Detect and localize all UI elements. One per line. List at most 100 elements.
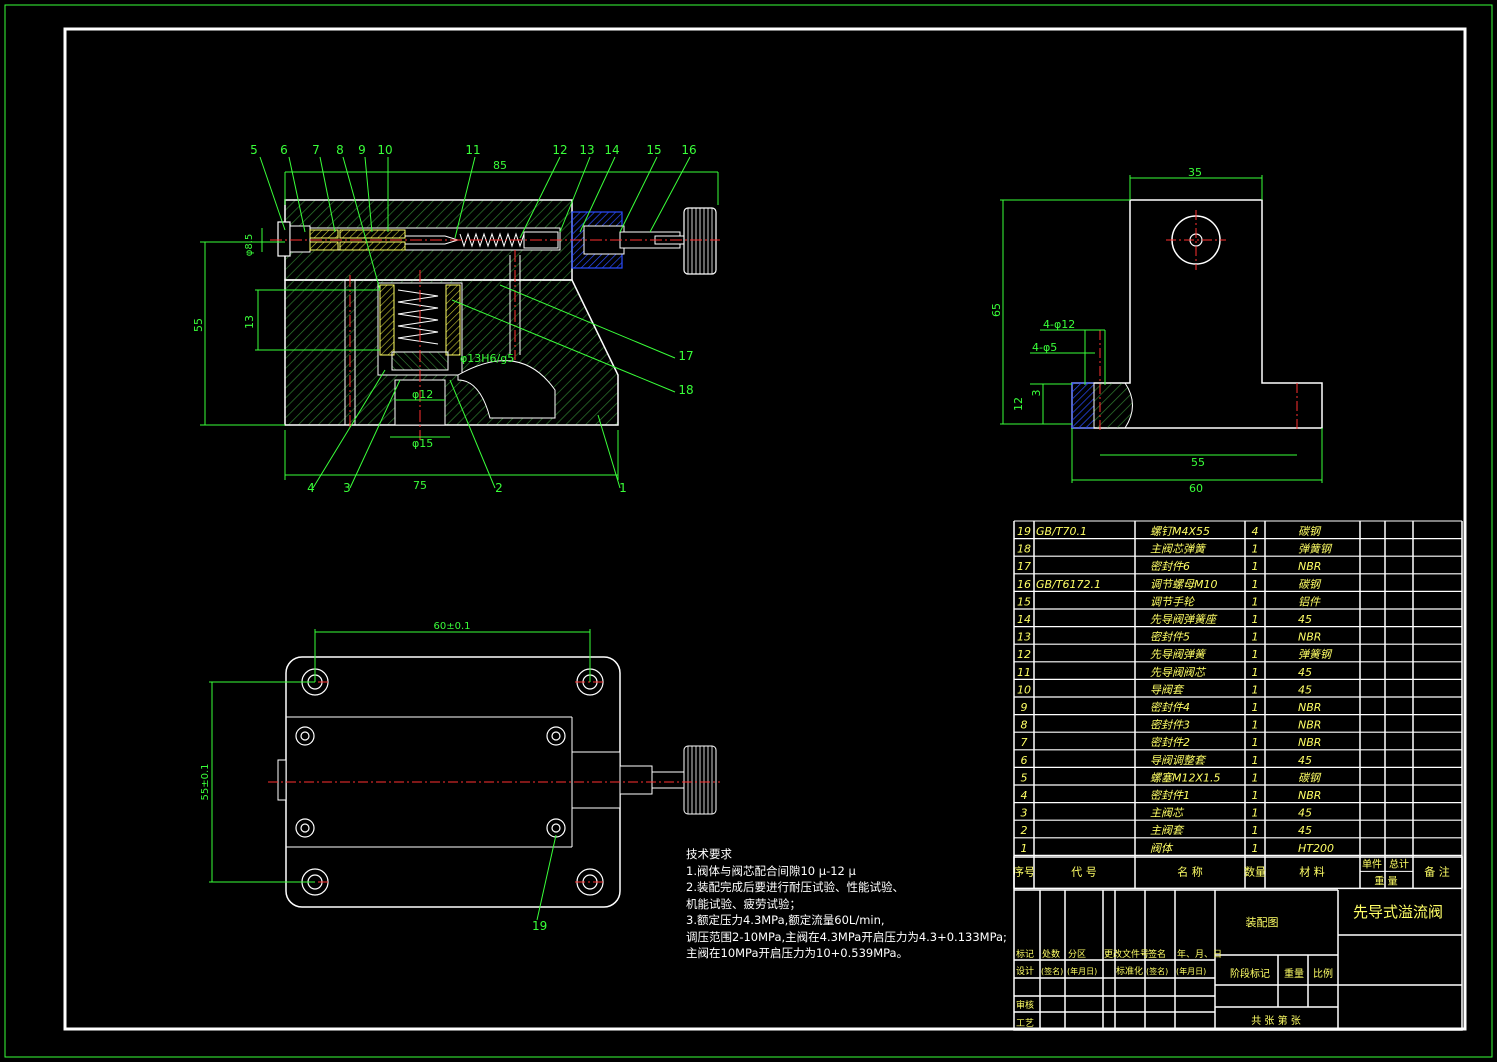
bom-row-7-material: NBR [1298,736,1321,749]
balloon-7: 7 [312,143,320,157]
bom-row-14-name: 先导阀弹簧座 [1150,613,1218,626]
balloon-6: 6 [280,143,288,157]
bom-row-13-qty: 1 [1252,631,1259,644]
tb-sheets: 共 张 第 张 [1251,1014,1301,1027]
bom-row-3-name: 主阀芯 [1150,807,1185,820]
bom-row-11-name: 先导阀阀芯 [1150,666,1207,679]
tech-line-3: 机能试验、疲劳试验； [686,896,801,911]
bom-row-9-qty: 1 [1252,701,1259,714]
bom-row-7-no: 7 [1021,736,1028,749]
bom-row-9-no: 9 [1021,701,1028,714]
bom-row-8-qty: 1 [1252,719,1259,732]
bom-row-15-no: 15 [1017,595,1031,608]
side-dim-55: 55 [1191,456,1205,469]
bom-row-3-material: 45 [1298,807,1312,820]
top-dim-55: 55±0.1 [200,763,211,800]
bom-row-10-material: 45 [1298,683,1312,696]
bom-row-4-no: 4 [1021,789,1028,802]
bom-row-4-qty: 1 [1252,789,1259,802]
bom-header-material: 材 料 [1299,864,1325,878]
tech-line-2: 2.装配完成后要进行耐压试验、性能试验、 [686,880,904,894]
side-dim-12: 12 [1012,397,1025,411]
bom-row-6-material: 45 [1298,754,1312,767]
bom-row-16-qty: 1 [1252,578,1259,591]
tb-count: 处数 [1042,948,1060,960]
bom-row-3-no: 3 [1021,807,1028,820]
bom-row-5-material: 碳钢 [1298,771,1322,784]
bom-row-19-name: 螺钉M4X55 [1150,525,1210,538]
bom-row-2-no: 2 [1021,824,1028,837]
bom-header-no: 序号 [1013,864,1035,878]
tech-line-4: 3.额定压力4.3MPa,额定流量60L/min, [686,913,885,927]
technical-requirements: 技术要求 1.阀体与阀芯配合间隙10 μ-12 μ 2.装配完成后要进行耐压试验… [686,846,1007,962]
outer-frame [4,4,1493,1058]
bom-row-1-material: HT200 [1298,842,1334,855]
bom-row-12-name: 先导阀弹簧 [1150,648,1207,661]
tb-sign-paren-2: (签名) [1146,966,1168,976]
dim-d12: φ12 [412,388,433,401]
bom-row-6-qty: 1 [1252,754,1259,767]
bom-row-19-no: 19 [1017,525,1031,538]
bom-header-total: 总计 [1389,857,1409,870]
bom-row-13-material: NBR [1298,631,1321,644]
tb-title: 先导式溢流阀 [1353,903,1443,921]
bom-row-5-name: 螺塞M12X1.5 [1150,771,1221,784]
bom-row-7-qty: 1 [1252,736,1259,749]
dim-pilot: φ8.5 [244,234,255,257]
bom-row-2-material: 45 [1298,824,1312,837]
bom-row-19-material: 碳钢 [1298,525,1322,538]
dim-85: 85 [493,159,507,172]
bom-row-17-name: 密封件6 [1150,560,1190,573]
bom-row-1-no: 1 [1021,842,1028,855]
bom-row-18-no: 18 [1017,543,1031,556]
bom-row-15-name: 调节手轮 [1150,595,1195,608]
bom-row-15-qty: 1 [1252,595,1259,608]
tb-zone: 分区 [1068,949,1086,960]
bom-row-9-material: NBR [1298,701,1321,714]
balloon-2: 2 [495,481,503,495]
tb-stage: 阶段标记 [1230,967,1270,980]
bom-header-unit: 单件 [1362,858,1382,870]
balloon-4: 4 [307,481,315,495]
bom-row-18-material: 弹簧钢 [1298,543,1333,556]
bom-row-16-material: 碳钢 [1298,578,1322,591]
bom-row-14-no: 14 [1017,613,1031,626]
title-block [1013,856,1463,1031]
top-balloon-19: 19 [532,919,547,933]
bom-header-qty: 数量 [1244,865,1266,878]
tech-line-1: 1.阀体与阀芯配合间隙10 μ-12 μ [686,863,856,878]
bom-header-remark: 备 注 [1424,864,1450,878]
side-dim-4d12: 4-φ12 [1043,318,1075,331]
bom-row-16-code: GB/T6172.1 [1036,578,1101,591]
balloon-14: 14 [604,143,619,157]
balloon-3: 3 [343,481,351,495]
bom-row-11-no: 11 [1017,666,1031,679]
bom-row-6-no: 6 [1021,754,1028,767]
tb-weight: 重量 [1284,967,1304,980]
tb-scale: 比例 [1313,967,1333,980]
bom-row-15-material: 铝件 [1298,595,1321,608]
top-dim-60: 60±0.1 [433,621,470,632]
bom-row-16-name: 调节螺母M10 [1150,578,1218,591]
side-dim-4d5: 4-φ5 [1032,341,1057,354]
bom-row-8-material: NBR [1298,719,1321,732]
side-dim-60: 60 [1189,482,1203,495]
bom-row-2-name: 主阀套 [1150,824,1185,837]
bom-row-17-qty: 1 [1252,560,1259,573]
balloon-9: 9 [358,143,366,157]
bom-row-1-name: 阀体 [1150,842,1174,855]
tb-sign-paren: (签名) [1041,966,1063,976]
bom-row-18-qty: 1 [1252,543,1259,556]
dim-d15: φ15 [412,437,433,450]
bom-row-7-name: 密封件2 [1150,736,1190,749]
bom-row-13-name: 密封件5 [1150,631,1190,644]
bom-row-18-name: 主阀芯弹簧 [1150,543,1207,556]
bom-row-14-qty: 1 [1252,613,1259,626]
bom-row-11-qty: 1 [1252,666,1259,679]
bom-row-3-qty: 1 [1252,807,1259,820]
bom-row-16-no: 16 [1017,578,1031,591]
bom-row-12-material: 弹簧钢 [1298,648,1333,661]
side-dim-65: 65 [990,303,1003,317]
